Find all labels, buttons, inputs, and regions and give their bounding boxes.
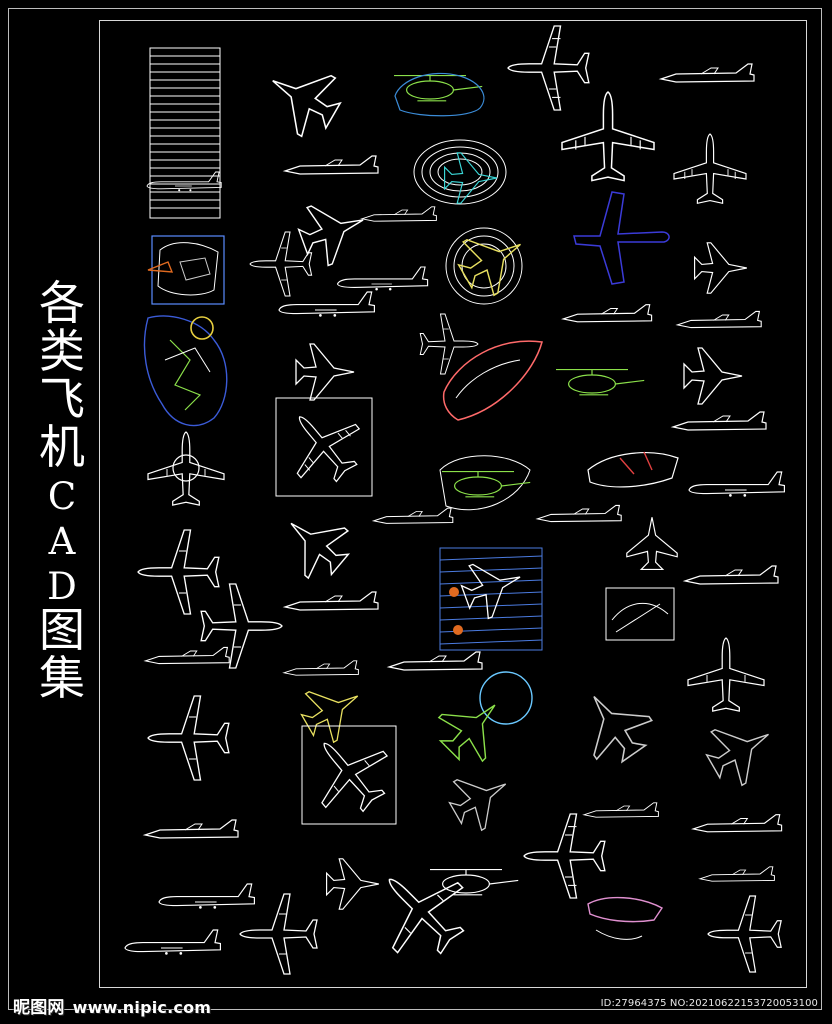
- helicopter-colored-drawing: [393, 72, 485, 117]
- globe-fighter-drawing: [427, 671, 533, 773]
- title-char-7: D: [47, 565, 77, 608]
- framed-transport-drawing: [292, 716, 406, 829]
- watermark-logo: 昵图网 www.nipic.com: [13, 993, 211, 1018]
- framed-sketch-drawing: [605, 587, 675, 641]
- colored-cockpit-drawing: [147, 235, 225, 305]
- vertical-title: 各 类 飞 机 C A D 图 集: [34, 280, 90, 703]
- title-char-9: 集: [39, 651, 85, 705]
- striped-drawing-block: [146, 47, 222, 219]
- blue-outlined-schematic: [143, 315, 228, 427]
- blue-striped-fighter-drawing: [439, 547, 543, 651]
- circular-fighter-drawing-2: [445, 217, 537, 305]
- title-char-4: 机: [39, 420, 85, 474]
- title-char-3: 飞: [39, 372, 85, 426]
- framed-bomber-drawing: [270, 392, 375, 497]
- watermark-site: www.nipic.com: [72, 998, 212, 1017]
- title-char-2: 类: [39, 324, 85, 378]
- blue-airplane-outline: [573, 191, 670, 285]
- title-char-8: 图: [39, 603, 85, 657]
- title-char-6: A: [48, 520, 76, 563]
- pink-fighter-drawing: [587, 896, 664, 940]
- drawing-frame: [99, 20, 807, 988]
- watermark-id: ID:27964375 NO:20210622153720053100: [600, 998, 818, 1009]
- green-helicopter-drawing: [439, 455, 531, 511]
- red-white-aircraft-drawing: [587, 451, 679, 488]
- circular-fighter-drawing-1: [413, 139, 507, 205]
- title-char-1: 各: [39, 276, 85, 330]
- watermark-brand: 昵图网: [13, 998, 65, 1018]
- title-char-5: C: [47, 475, 77, 518]
- pink-cone-drawing: [442, 340, 543, 421]
- sheet-border: [8, 8, 822, 1010]
